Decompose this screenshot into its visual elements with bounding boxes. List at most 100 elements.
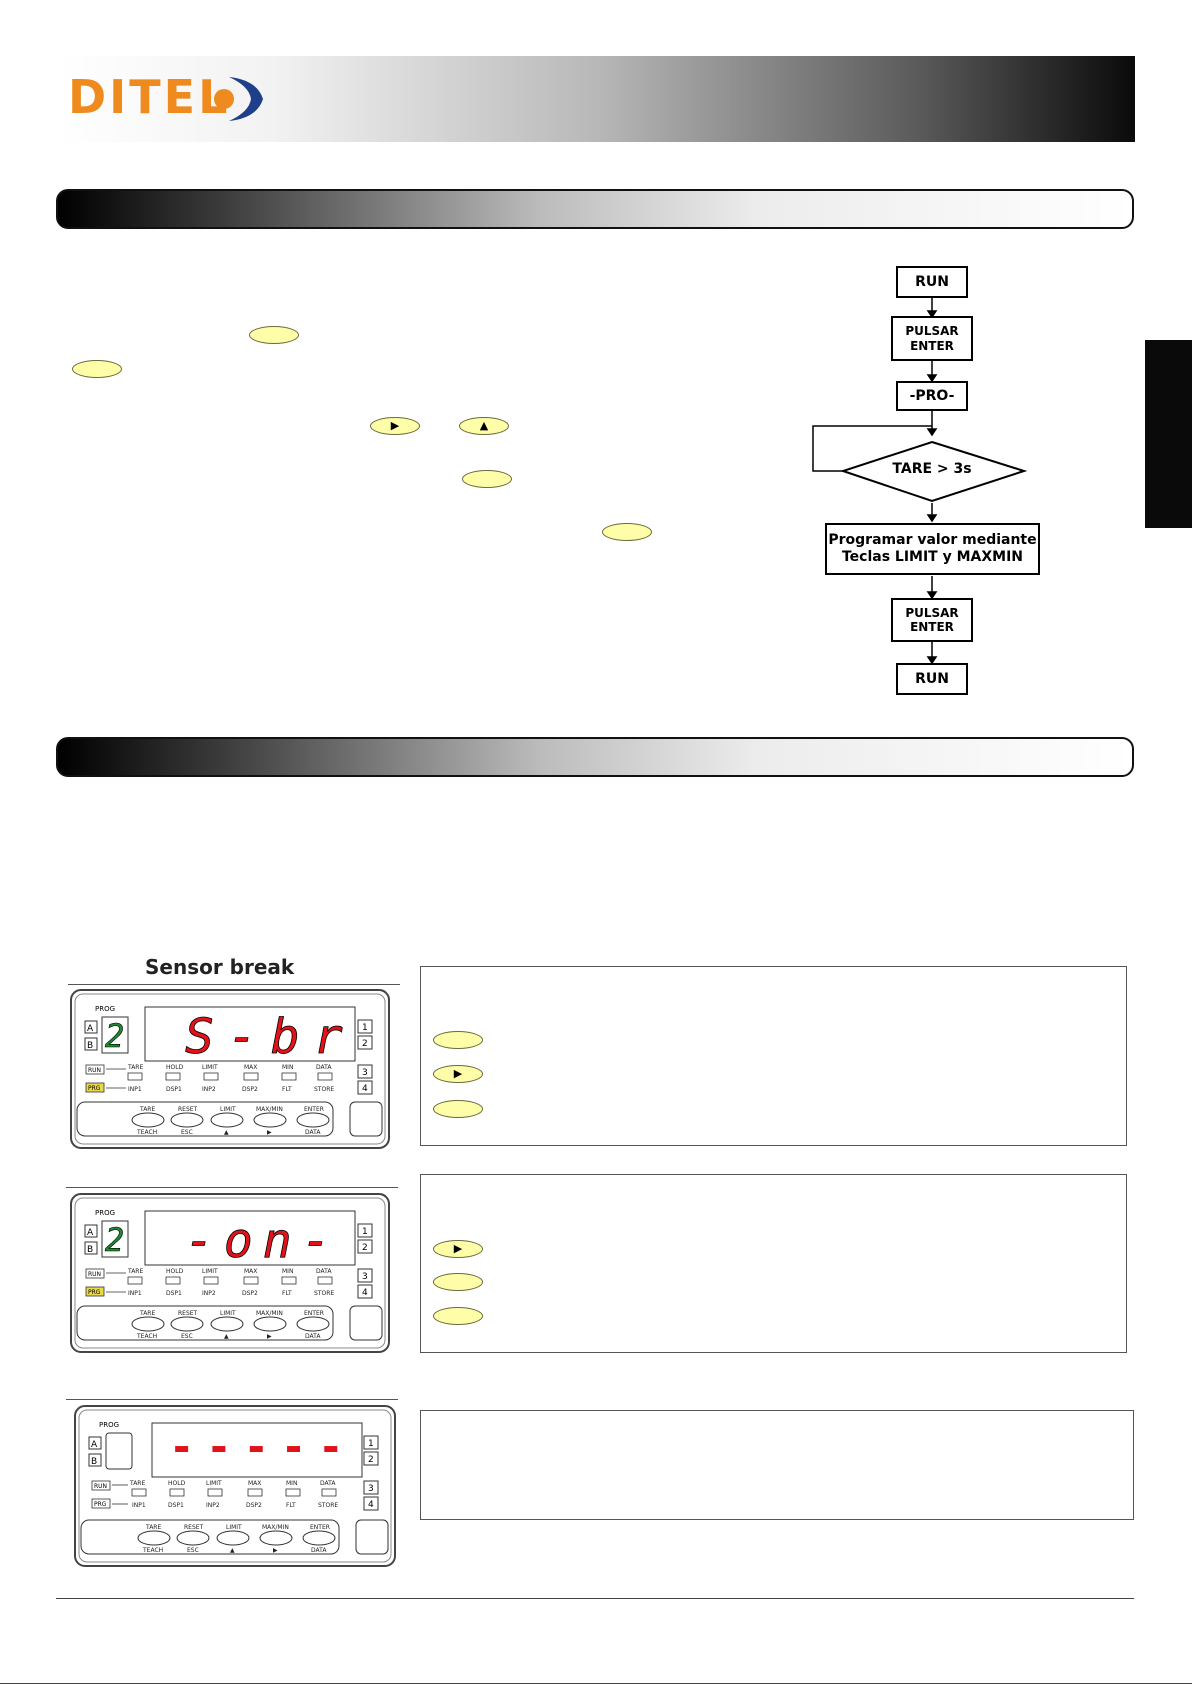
- button-label: LIMIT: [220, 1106, 236, 1113]
- led-label: INP2: [202, 1290, 216, 1297]
- relay-4-label: 4: [362, 1084, 368, 1094]
- meter-panel-3: PROG A B ----- 1 2 3 4 RUN PRG TARE HOLD…: [74, 1405, 396, 1571]
- b-label: B: [87, 1041, 93, 1051]
- button-label: TEACH: [142, 1547, 163, 1554]
- sensor-break-title: Sensor break: [145, 955, 295, 979]
- header-banner: [57, 56, 1135, 142]
- led-label: HOLD: [166, 1268, 184, 1275]
- flow-text: ENTER: [910, 338, 954, 353]
- button-label: RESET: [178, 1310, 198, 1317]
- led-label: INP2: [206, 1502, 220, 1509]
- led-label: STORE: [314, 1290, 334, 1297]
- button-label: ENTER: [304, 1310, 324, 1317]
- button-label: DATA: [305, 1333, 321, 1340]
- key-button: [433, 1031, 483, 1049]
- led-label: STORE: [314, 1086, 334, 1093]
- right-key-button: ▶: [433, 1240, 483, 1258]
- meter-panel-2: PROG A B 2 -on- 1 2 3 4 RUN PRG TARE HOL…: [70, 1193, 390, 1357]
- flow-pulsar-enter: PULSAR ENTER: [891, 598, 973, 642]
- run-label: RUN: [88, 1067, 101, 1074]
- led-label: TARE: [127, 1268, 143, 1275]
- led-label: HOLD: [166, 1064, 184, 1071]
- ditel-logo-mark-icon: [214, 77, 263, 121]
- button-label: ▶: [273, 1547, 278, 1554]
- relay-2-label: 2: [362, 1243, 368, 1253]
- led-label: MIN: [282, 1268, 293, 1275]
- led-label: DSP2: [242, 1290, 258, 1297]
- button-label: ESC: [181, 1129, 193, 1136]
- led-label: TARE: [127, 1064, 143, 1071]
- flow-pro: -PRO-: [896, 381, 968, 411]
- page-bottom-line: [0, 1683, 1192, 1684]
- button-label: MAX/MIN: [262, 1524, 289, 1531]
- prg-label: PRG: [94, 1501, 107, 1508]
- button-label: ESC: [181, 1333, 193, 1340]
- button-label: ▶: [267, 1333, 272, 1340]
- key-button: [602, 523, 652, 541]
- button-label: RESET: [178, 1106, 198, 1113]
- led-label: INP1: [132, 1502, 146, 1509]
- run-label: RUN: [88, 1271, 101, 1278]
- led-label: HOLD: [168, 1480, 186, 1487]
- relay-2-label: 2: [368, 1455, 374, 1465]
- led-label: DSP2: [242, 1086, 258, 1093]
- led-label: FLT: [282, 1290, 292, 1297]
- flow-run-end: RUN: [896, 663, 968, 695]
- divider: [68, 984, 400, 985]
- meter-panel-drawing: PROG A B ----- 1 2 3 4 RUN PRG TARE HOLD…: [74, 1405, 396, 1567]
- button-label: DATA: [305, 1129, 321, 1136]
- meter-panel-1: PROG A B 2 S-br 1 2 3 4 RUN PRG TARE HOL…: [70, 989, 390, 1153]
- led-label: FLT: [282, 1086, 292, 1093]
- meter-display: -----: [169, 1422, 355, 1471]
- key-button: [72, 360, 122, 378]
- button-label: ENTER: [310, 1524, 330, 1531]
- ditel-logo: DITEL: [68, 70, 231, 124]
- led-label: LIMIT: [206, 1480, 222, 1487]
- key-button: [433, 1100, 483, 1118]
- button-label: ▲: [230, 1547, 235, 1554]
- button-label: TARE: [139, 1310, 155, 1317]
- side-tab: [1145, 340, 1192, 528]
- led-label: MAX: [244, 1268, 257, 1275]
- led-label: INP2: [202, 1086, 216, 1093]
- flow-text: Programar valor mediante: [828, 532, 1037, 549]
- info-box-1: [420, 966, 1127, 1146]
- led-label: DATA: [320, 1480, 336, 1487]
- led-label: DSP1: [166, 1290, 182, 1297]
- button-label: MAX/MIN: [256, 1310, 283, 1317]
- relay-4-label: 4: [368, 1500, 374, 1510]
- button-label: ▶: [267, 1129, 272, 1136]
- key-button: [462, 470, 512, 488]
- key-button: [433, 1273, 483, 1291]
- meter-display: S-br: [185, 1009, 357, 1065]
- led-label: DSP1: [168, 1502, 184, 1509]
- button-label: ENTER: [304, 1106, 324, 1113]
- prg-label: PRG: [88, 1289, 101, 1296]
- led-label: INP1: [128, 1290, 142, 1297]
- section-header-bar: [56, 737, 1134, 777]
- a-label: A: [87, 1228, 94, 1238]
- flow-text: Teclas LIMIT y MAXMIN: [841, 549, 1024, 565]
- relay-3-label: 3: [362, 1272, 368, 1282]
- right-key-button: ▶: [370, 417, 420, 435]
- led-label: LIMIT: [202, 1268, 218, 1275]
- led-label: FLT: [286, 1502, 296, 1509]
- button-label: ▲: [224, 1129, 229, 1136]
- led-label: MIN: [286, 1480, 297, 1487]
- a-label: A: [91, 1440, 98, 1450]
- relay-2-label: 2: [362, 1039, 368, 1049]
- flowchart-connectors: [812, 297, 1028, 665]
- divider: [66, 1399, 398, 1400]
- meter-panel-drawing: PROG A B 2 S-br 1 2 3 4 RUN PRG TARE HOL…: [70, 989, 390, 1149]
- led-label: INP1: [128, 1086, 142, 1093]
- divider: [66, 1187, 398, 1188]
- key-button: [433, 1307, 483, 1325]
- relay-1-label: 1: [368, 1439, 374, 1449]
- info-box-2: [420, 1174, 1127, 1353]
- info-box-3: [420, 1410, 1134, 1520]
- button-label: MAX/MIN: [256, 1106, 283, 1113]
- section-header-bar: [56, 189, 1134, 229]
- button-label: DATA: [311, 1547, 327, 1554]
- prg-label: PRG: [88, 1085, 101, 1092]
- footer-divider: [56, 1598, 1134, 1599]
